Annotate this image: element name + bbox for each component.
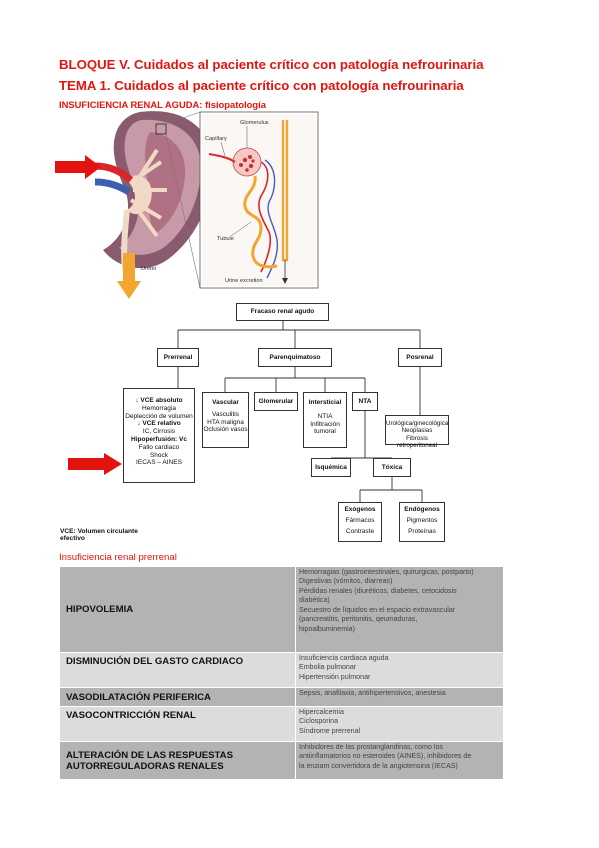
flowchart-connectors bbox=[177, 321, 423, 502]
table-row-label: ALTERACIÓN DE LAS RESPUESTAS AUTORREGULA… bbox=[59, 741, 296, 780]
flow-vascular-box: Vascular Vasculitis HTA maligna Oclusión… bbox=[202, 392, 249, 448]
red-arrow-shock-icon bbox=[68, 453, 122, 475]
table-row-values: Hemorragias (gastrointestinales, quirurg… bbox=[295, 566, 504, 653]
table-row: HIPOVOLEMIA Hemorragias (gastrointestina… bbox=[59, 566, 504, 653]
red-arrow-icon bbox=[55, 155, 101, 179]
table-row-label: VASODILATACIÓN PERIFERICA bbox=[59, 687, 296, 707]
flow-parenquimatoso-box: Parenquimatoso bbox=[258, 348, 332, 367]
flow-posrenal-box: Posrenal bbox=[398, 348, 442, 367]
table-row-values: Sepsis, anafilaxia, antihipertensivos, a… bbox=[295, 687, 504, 707]
table-row-label: HIPOVOLEMIA bbox=[59, 566, 296, 653]
flow-root-box: Fracaso renal agudo bbox=[236, 303, 329, 321]
table-row: VASOCONTRICCIÓN RENAL Hipercalcemia Cicl… bbox=[59, 706, 504, 742]
prerrenal-heading: Insuficiencia renal prerrenal bbox=[59, 552, 177, 563]
flow-glomerular-box: Glomerular bbox=[254, 392, 298, 411]
table-row-label: VASOCONTRICCIÓN RENAL bbox=[59, 706, 296, 742]
flow-isquemica-box: Isquémica bbox=[311, 458, 351, 477]
urine-excretion-label: Urine excretion bbox=[225, 278, 263, 284]
flow-prerrenal-box: Prerrenal bbox=[157, 348, 199, 367]
flow-intersticial-box: Intersticial NTIA Infiltración tumoral bbox=[303, 392, 347, 448]
capillary-label: Capillary bbox=[205, 136, 227, 142]
kidney-nephron-illustration: Glomerulus Capillary Tubule Ureter Urine… bbox=[94, 111, 319, 289]
flow-toxica-box: Tóxica bbox=[373, 458, 411, 477]
flowchart-caption: VCE: Volumen circulante efectivo bbox=[60, 528, 138, 543]
table-row-label: DISMINUCIÓN DEL GASTO CARDIACO bbox=[59, 652, 296, 688]
table-row: ALTERACIÓN DE LAS RESPUESTAS AUTORREGULA… bbox=[59, 741, 504, 780]
flow-endogenos-box: Endógenos Pigmentos Proteínas bbox=[399, 502, 445, 542]
table-row: VASODILATACIÓN PERIFERICA Sepsis, anafil… bbox=[59, 687, 504, 707]
table-row: DISMINUCIÓN DEL GASTO CARDIACO Insuficie… bbox=[59, 652, 504, 688]
prerrenal-causes-table: HIPOVOLEMIA Hemorragias (gastrointestina… bbox=[59, 566, 504, 780]
table-row-values: Insuficiencia cardiaca aguda Embolia pul… bbox=[295, 652, 504, 688]
ureter-label: Ureter bbox=[141, 266, 157, 272]
section-title: INSUFICIENCIA RENAL AGUDA: fisiopatologí… bbox=[59, 99, 266, 110]
yellow-arrow-icon bbox=[117, 253, 141, 299]
glomerulus-label: Glomerulus bbox=[240, 120, 269, 126]
table-row-values: Inhibidores de las prostanglandinas, com… bbox=[295, 741, 504, 780]
tubule-label: Tubule bbox=[217, 236, 234, 242]
flow-prerrenal-causes-box: ↓ VCE absoluto Hemorragia Deplección de … bbox=[123, 388, 195, 483]
bloque-title: BLOQUE V. Cuidados al paciente crítico c… bbox=[59, 57, 484, 72]
flow-exogenos-box: Exógenos Fármacos Contraste bbox=[338, 502, 382, 542]
tema-title: TEMA 1. Cuidados al paciente crítico con… bbox=[59, 78, 464, 93]
flow-nta-box: NTA bbox=[352, 392, 378, 411]
flow-posrenal-causes-box: Urológica/ginecológica Neoplasias Fibros… bbox=[385, 415, 449, 449]
table-row-values: Hipercalcemia Ciclosporina Síndrome prer… bbox=[295, 706, 504, 742]
